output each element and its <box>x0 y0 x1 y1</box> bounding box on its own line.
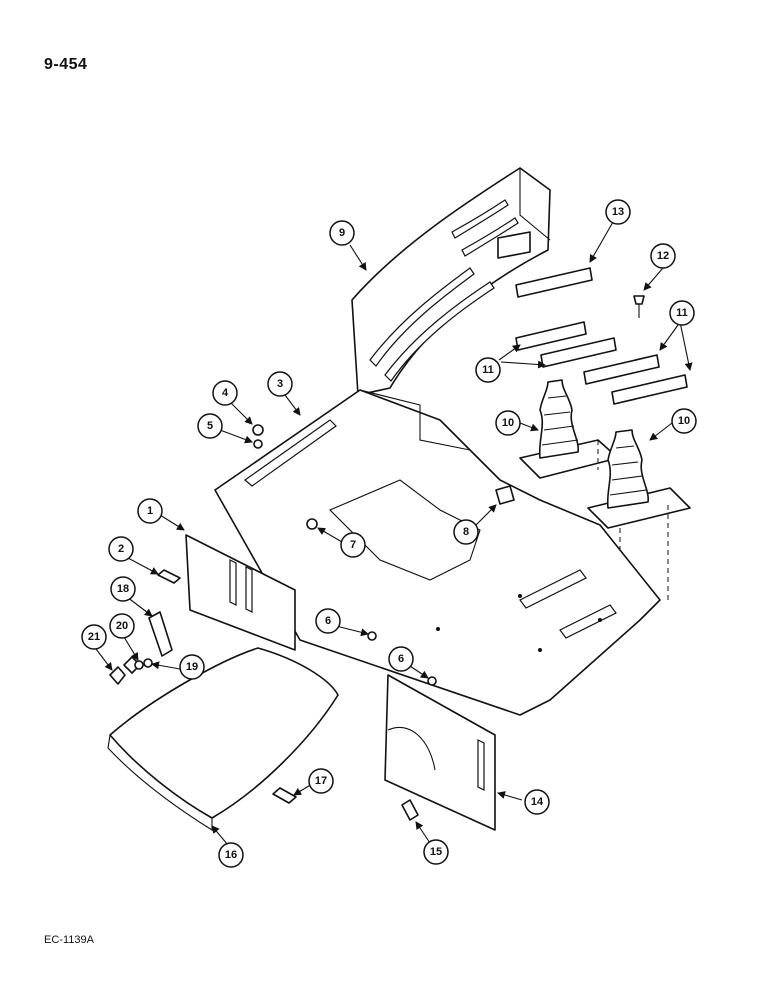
callout-label: 20 <box>116 620 128 632</box>
callout-label: 3 <box>277 378 283 390</box>
callout-label: 4 <box>222 387 229 399</box>
callout-label: 14 <box>531 796 544 808</box>
callout-label: 11 <box>676 307 688 319</box>
spacer-8 <box>495 485 515 505</box>
callout-7: 7 <box>340 532 366 558</box>
callout-1: 1 <box>137 498 163 524</box>
small-hardware <box>252 424 437 686</box>
figure-code: EC-1139A <box>44 934 94 946</box>
callout-12: 12 <box>650 243 676 269</box>
callout-6-lower: 6 <box>388 646 414 672</box>
callout-label: 8 <box>463 526 469 538</box>
callout-label: 9 <box>339 227 345 239</box>
shift-gate-cover <box>351 167 551 396</box>
callout-11-right: 11 <box>669 300 695 326</box>
callouts: 9 13 12 11 11 10 10 4 5 3 7 8 1 2 6 6 14… <box>81 199 697 868</box>
callout-11-left: 11 <box>475 357 501 383</box>
callout-10-left: 10 <box>495 410 521 436</box>
callout-2: 2 <box>108 536 134 562</box>
callout-3: 3 <box>267 371 293 397</box>
callout-label: 2 <box>118 543 124 555</box>
side-panel-left <box>185 534 296 651</box>
callout-label: 6 <box>398 653 404 665</box>
callout-label: 16 <box>225 849 237 861</box>
callout-8: 8 <box>453 519 479 545</box>
callout-label: 13 <box>612 206 624 218</box>
callout-18: 18 <box>110 576 136 602</box>
callout-10-right: 10 <box>671 408 697 434</box>
callout-label: 7 <box>350 539 356 551</box>
callout-label: 10 <box>678 415 690 427</box>
callout-15: 15 <box>423 839 449 865</box>
callout-20: 20 <box>109 613 135 639</box>
callout-13: 13 <box>605 199 631 225</box>
bolts <box>157 569 419 821</box>
callout-label: 18 <box>117 583 129 595</box>
callout-9: 9 <box>329 220 355 246</box>
latch-assembly <box>109 611 173 685</box>
retainer-plates <box>515 267 688 405</box>
gear-lever-boot-right <box>587 429 691 529</box>
callout-19: 19 <box>179 654 205 680</box>
callout-label: 5 <box>207 420 213 432</box>
callout-label: 15 <box>430 846 442 858</box>
callout-label: 21 <box>88 631 100 643</box>
callout-label: 10 <box>502 417 514 429</box>
callout-label: 1 <box>147 505 153 517</box>
callout-label: 11 <box>482 364 494 376</box>
callout-label: 19 <box>186 661 198 673</box>
page-number: 9-454 <box>44 56 88 73</box>
floor-platform <box>214 389 661 716</box>
callout-17: 17 <box>308 768 334 794</box>
callout-6-upper: 6 <box>315 608 341 634</box>
gear-lever-boot-left <box>519 379 619 479</box>
curved-shroud <box>107 647 339 831</box>
callout-5: 5 <box>197 413 223 439</box>
callout-21: 21 <box>81 624 107 650</box>
side-panel-right <box>384 674 496 831</box>
callout-label: 17 <box>315 775 327 787</box>
callout-16: 16 <box>218 842 244 868</box>
callout-label: 6 <box>325 615 331 627</box>
callout-4: 4 <box>212 380 238 406</box>
callout-label: 12 <box>657 250 669 262</box>
callout-14: 14 <box>524 789 550 815</box>
screw-12 <box>633 295 645 318</box>
leader-lines <box>95 221 693 853</box>
